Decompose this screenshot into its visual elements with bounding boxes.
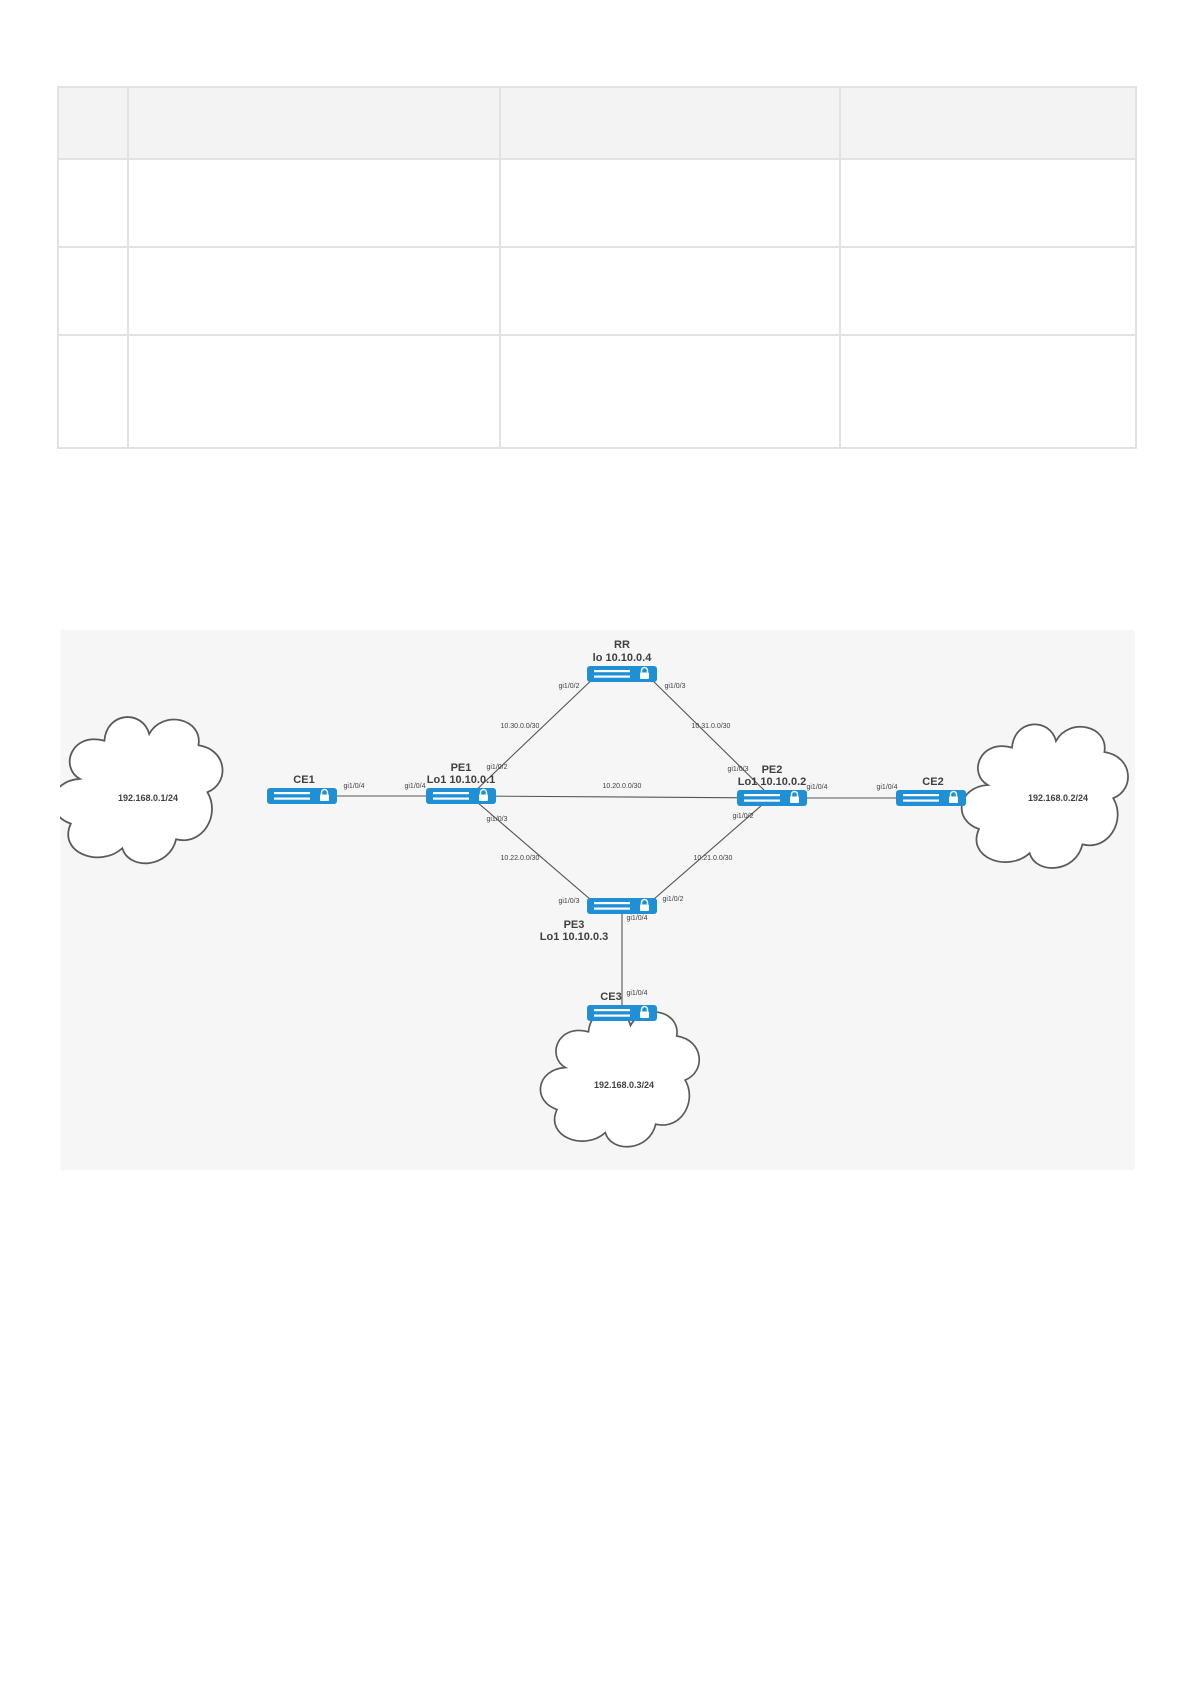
cloud-network-3: 192.168.0.3/24 [539,1008,701,1148]
cloud-network-2: 192.168.0.2/24 [960,723,1129,869]
table-cell [57,246,129,336]
table-cell [127,334,501,449]
router-icon [425,787,497,805]
table-cell [57,158,129,248]
pe2-address: Lo1 10.10.0.2 [738,776,807,788]
rr-name: RR [614,639,630,651]
pe1-name: PE1 [451,762,472,774]
subnet-pe1-rr: 10.30.0.0/30 [501,723,540,730]
subnet-pe1-pe2: 10.20.0.0/30 [603,783,642,790]
link-pe1-pe3 [469,795,599,907]
interface-pe1-gi4: gi1/0/4 [404,783,425,790]
interface-pe1-gi2: gi1/0/2 [486,764,507,771]
subnet-rr-pe2: 10.31.0.0/30 [692,723,731,730]
pe3-address: Lo1 10.10.0.3 [540,931,609,943]
parameters-table [57,86,1137,449]
table-cell [499,246,841,336]
table-row [57,158,1137,248]
router-icon [586,1004,658,1022]
table-cell [57,334,129,449]
interface-ce1: gi1/0/4 [343,783,364,790]
rr-address: lo 10.10.0.4 [593,652,653,664]
interface-pe2-gi4: gi1/0/4 [806,784,827,791]
subnet-pe1-pe3: 10.22.0.0/30 [501,855,540,862]
table-header-cell [499,86,841,160]
ce2-name: CE2 [922,776,943,788]
table-header-row [57,86,1137,160]
table-header-cell [57,86,129,160]
pe2-name: PE2 [762,764,783,776]
link-pe1-pe2 [469,795,771,799]
interface-pe3-gi4: gi1/0/4 [626,915,647,922]
router-icon [586,665,658,683]
table-header-cell [839,86,1137,160]
pe3-name: PE3 [564,919,585,931]
link-pe2-pe3 [645,797,771,907]
cloud-network-1: 192.168.0.1/24 [60,716,224,865]
subnet-pe2-pe3: 10.21.0.0/30 [694,855,733,862]
router-icon [736,789,808,807]
interface-ce2: gi1/0/4 [876,784,897,791]
device-ce1: CE1 [266,774,338,805]
link-pe1-rr [469,673,599,797]
interface-pe2-gi3: gi1/0/3 [727,766,748,773]
ce1-name: CE1 [293,774,314,786]
table-row [57,334,1137,449]
table-cell [839,158,1137,248]
table-cell [839,246,1137,336]
router-icon [586,897,658,915]
device-ce2: CE2 [895,776,967,807]
network-1-label: 192.168.0.1/24 [118,793,178,803]
network-3-label: 192.168.0.3/24 [594,1080,654,1090]
device-pe1: PE1 Lo1 10.10.0.1 [425,762,497,805]
table-cell [127,158,501,248]
interface-rr-gi2: gi1/0/2 [558,683,579,690]
interface-pe3-gi2: gi1/0/2 [662,896,683,903]
interface-pe3-gi3: gi1/0/3 [558,898,579,905]
device-pe2: PE2 Lo1 10.10.0.2 [736,764,808,807]
table-cell [499,334,841,449]
table-cell [127,246,501,336]
router-icon [266,787,338,805]
interface-pe2-gi2: gi1/0/2 [732,813,753,820]
network-topology-diagram: 192.168.0.1/24 192.168.0.2/24 192.168.0.… [60,630,1135,1170]
device-ce3: CE3 [586,991,658,1022]
table-header-cell [127,86,501,160]
device-rr: RR lo 10.10.0.4 [586,639,658,683]
table-row [57,246,1137,336]
pe1-address: Lo1 10.10.0.1 [427,774,496,786]
interface-rr-gi3: gi1/0/3 [664,683,685,690]
router-icon [895,789,967,807]
device-pe3: PE3 Lo1 10.10.0.3 [540,897,658,943]
network-2-label: 192.168.0.2/24 [1028,793,1088,803]
interface-pe1-gi3: gi1/0/3 [486,816,507,823]
ce3-name: CE3 [600,991,621,1003]
interface-ce3: gi1/0/4 [626,990,647,997]
table-cell [499,158,841,248]
link-rr-pe2 [645,673,771,797]
table-cell [839,334,1137,449]
